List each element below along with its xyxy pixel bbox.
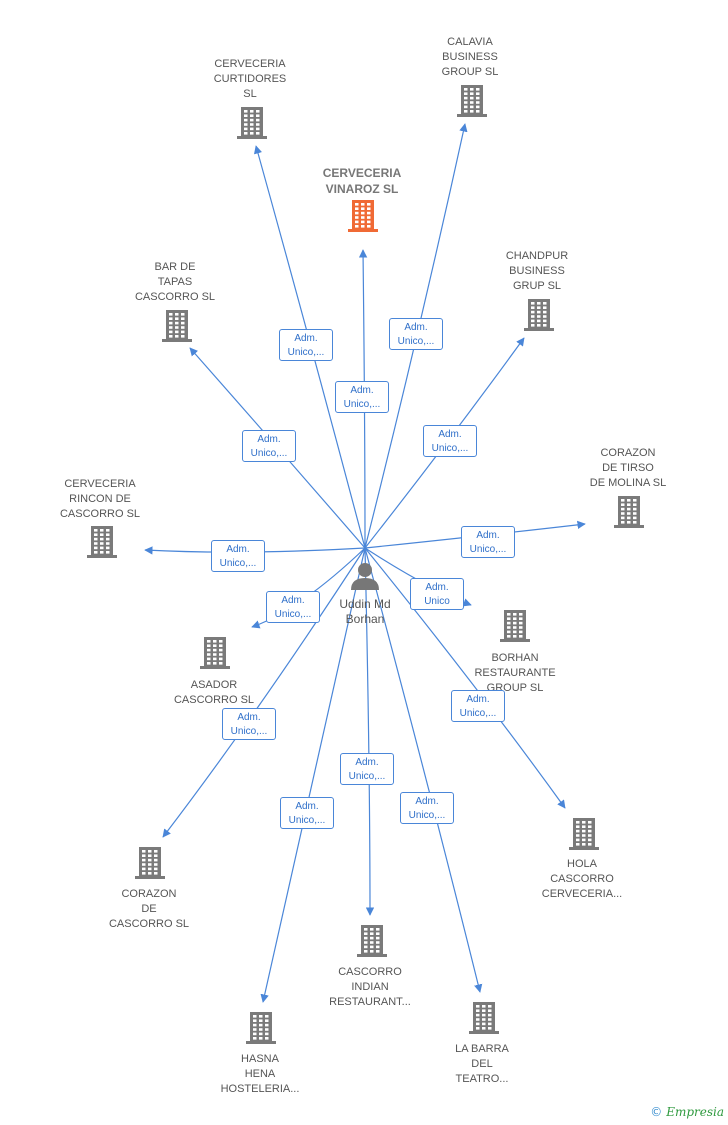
edge-label-curtidores[interactable]: Adm. Unico,... [279,329,333,361]
edge-label-bartapas[interactable]: Adm. Unico,... [242,430,296,462]
company-label-corazon[interactable]: CORAZON DE CASCORRO SL [108,888,190,930]
company-label-barra[interactable]: LA BARRA DEL TEATRO... [455,1043,509,1085]
building-icon-curtidores[interactable] [237,107,267,139]
edge-label-rincon[interactable]: Adm. Unico,... [211,540,265,572]
edge-label-vinaroz[interactable]: Adm. Unico,... [335,381,389,413]
edge-label-tirso[interactable]: Adm. Unico,... [461,526,515,558]
building-icon-chandpur[interactable] [524,299,554,331]
building-icon-calavia[interactable] [457,85,487,117]
center-person-label[interactable]: Uddin Md Borhan [339,597,391,626]
edge-label-indian[interactable]: Adm. Unico,... [340,753,394,785]
building-icon-hola[interactable] [569,818,599,850]
building-icon-corazon[interactable] [135,847,165,879]
building-icon-rincon[interactable] [87,526,117,558]
building-icon-borhan[interactable] [500,610,530,642]
company-label-rincon[interactable]: CERVECERIA RINCON DE CASCORRO SL [59,478,141,520]
building-icon-barra[interactable] [469,1002,499,1034]
edge-barra [364,547,483,993]
company-label-indian[interactable]: CASCORRO INDIAN RESTAURANT... [329,966,411,1008]
edge-indian [364,547,375,916]
edge-label-asador[interactable]: Adm. Unico,... [266,591,320,623]
edge-label-corazon[interactable]: Adm. Unico,... [222,708,276,740]
edge-label-barra[interactable]: Adm. Unico,... [400,792,454,824]
building-icon-hasna[interactable] [246,1012,276,1044]
company-label-borhan[interactable]: BORHAN RESTAURANTE GROUP SL [474,652,556,694]
nodes-layer [87,85,644,1044]
company-label-chandpur[interactable]: CHANDPUR BUSINESS GRUP SL [505,250,569,292]
footer-brand: ©Empresia [650,1105,724,1119]
edge-label-hola[interactable]: Adm. Unico,... [451,690,505,722]
company-label-curtidores[interactable]: CERVECERIA CURTIDORES SL [213,58,287,100]
edge-label-chandpur[interactable]: Adm. Unico,... [423,425,477,457]
building-icon-tirso[interactable] [614,496,644,528]
edge-label-hasna[interactable]: Adm. Unico,... [280,797,334,829]
company-label-vinaroz[interactable]: CERVECERIA VINAROZ SL [322,166,402,196]
company-label-calavia[interactable]: CALAVIA BUSINESS GROUP SL [441,36,499,78]
person-icon[interactable] [351,563,379,590]
building-icon-asador[interactable] [200,637,230,669]
company-label-hasna[interactable]: HASNA HENA HOSTELERIA... [220,1053,300,1095]
building-icon-indian[interactable] [357,925,387,957]
copyright-icon: © [650,1105,663,1119]
company-label-bartapas[interactable]: BAR DE TAPAS CASCORRO SL [134,261,216,303]
company-label-tirso[interactable]: CORAZON DE TIRSO DE MOLINA SL [589,447,667,489]
edge-label-borhan[interactable]: Adm. Unico [410,578,464,610]
company-label-hola[interactable]: HOLA CASCORRO CERVECERIA... [541,858,623,900]
edge-hasna [260,547,366,1003]
brand-name: Empresia [666,1105,724,1119]
building-icon-vinaroz[interactable] [348,200,378,232]
company-label-asador[interactable]: ASADOR CASCORRO SL [173,679,255,706]
building-icon-bartapas[interactable] [162,310,192,342]
edge-corazon [162,547,366,838]
edge-label-calavia[interactable]: Adm. Unico,... [389,318,443,350]
edge-hola [364,547,566,809]
